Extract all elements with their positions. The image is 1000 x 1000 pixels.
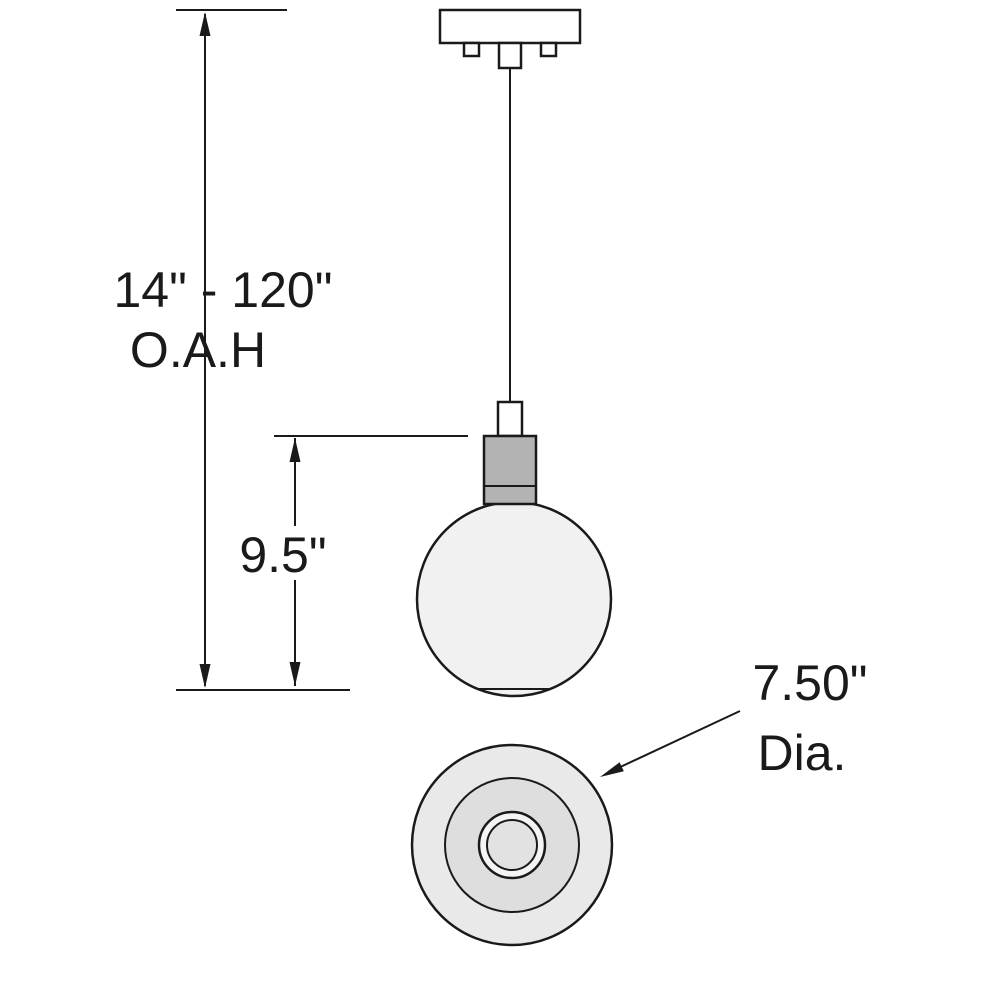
diameter-leader-line bbox=[615, 710, 741, 770]
oah-arrow-down-icon bbox=[199, 664, 211, 688]
shade-height-arrow-up-icon bbox=[289, 438, 301, 462]
diameter-leader-arrow-icon bbox=[600, 762, 624, 777]
canopy-stem bbox=[497, 41, 523, 70]
oah-arrow-up-icon bbox=[199, 12, 211, 36]
pendant-bottom-view: 7.50" Dia. bbox=[410, 655, 868, 947]
ceiling-canopy bbox=[438, 8, 582, 45]
canopy-screw-right bbox=[539, 41, 558, 58]
bottom-view-socket-ring-inner bbox=[486, 819, 538, 871]
oah-dimension: 14" - 120" O.A.H bbox=[114, 9, 350, 691]
diameter-unit-label: Dia. bbox=[758, 725, 847, 781]
socket-body bbox=[482, 434, 538, 506]
oah-range-label: 14" - 120" bbox=[114, 262, 333, 318]
pendant-side-view bbox=[415, 8, 613, 698]
shade-height-label: 9.5" bbox=[239, 527, 326, 583]
globe-shade bbox=[415, 500, 613, 698]
diameter-label: 7.50" bbox=[752, 655, 867, 711]
shade-height-arrow-down-icon bbox=[289, 662, 301, 686]
socket-neck bbox=[496, 400, 524, 438]
shade-height-label-mask bbox=[237, 526, 333, 580]
oah-abbrev-label: O.A.H bbox=[130, 322, 266, 378]
canopy-screw-left bbox=[462, 41, 481, 58]
shade-height-dimension: 9.5" bbox=[237, 435, 468, 686]
